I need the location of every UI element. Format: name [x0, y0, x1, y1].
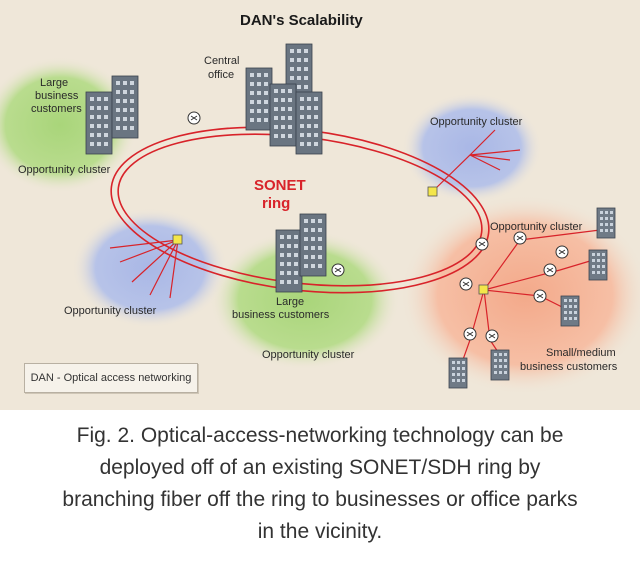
- branch-node-icon: [513, 231, 527, 245]
- diagram-title: DAN's Scalability: [240, 12, 363, 29]
- large-business-left-label-2: business: [35, 90, 79, 102]
- caption-line-1: Fig. 2. Optical-access-networking techno…: [76, 424, 564, 447]
- cluster-bottom-green: [210, 230, 400, 370]
- diagram-canvas: DAN's Scalability Central office Large b…: [0, 12, 640, 395]
- cluster-left-green: [0, 57, 138, 193]
- cluster-right-blue: [402, 93, 542, 203]
- cluster-right-orange: [400, 195, 640, 395]
- large-business-bottom-label: Large: [276, 296, 304, 308]
- branch-node-icon: [485, 329, 499, 343]
- opportunity-cluster-label-orange: Opportunity cluster: [490, 221, 583, 233]
- opportunity-cluster-label-left-blue: Opportunity cluster: [64, 305, 157, 317]
- splitter-node-icon: [172, 234, 183, 245]
- cluster-left-blue: [72, 208, 228, 328]
- branch-node-icon: [543, 263, 557, 277]
- splitter-node-icon: [478, 284, 489, 295]
- ring-node-icon: [187, 111, 201, 125]
- sonet-ring-label-2: ring: [262, 195, 290, 212]
- branch-node-icon: [533, 289, 547, 303]
- ring-node-icon: [475, 237, 489, 251]
- opportunity-cluster-label-right-blue: Opportunity cluster: [430, 116, 523, 128]
- opportunity-cluster-label-left-green: Opportunity cluster: [18, 164, 111, 176]
- opportunity-cluster-label-bottom-green: Opportunity cluster: [262, 349, 355, 361]
- sonet-ring-label: SONET: [254, 177, 306, 194]
- small-medium-label-2: business customers: [520, 361, 618, 373]
- ring-node-icon: [459, 277, 473, 291]
- caption-line-3: branching fiber off the ring to business…: [62, 488, 578, 511]
- large-business-bottom-label-2: business customers: [232, 309, 330, 321]
- ring-node-icon: [331, 263, 345, 277]
- figure-caption: Fig. 2. Optical-access-networking techno…: [0, 420, 640, 565]
- large-business-left-label: Large: [40, 77, 68, 89]
- central-office-label-2: office: [208, 69, 234, 81]
- branch-node-icon: [555, 245, 569, 259]
- caption-line-2: deployed off of an existing SONET/SDH ri…: [99, 456, 541, 479]
- central-office-building-icon: [245, 43, 323, 155]
- small-medium-label: Small/medium: [546, 347, 616, 359]
- central-office-label: Central: [204, 55, 239, 67]
- splitter-node-icon: [427, 186, 438, 197]
- legend-box: DAN - Optical access networking: [24, 363, 198, 393]
- caption-line-4: in the vicinity.: [257, 520, 383, 543]
- large-business-left-label-3: customers: [31, 103, 82, 115]
- network-diagram: DAN's Scalability Central office Large b…: [0, 0, 640, 410]
- branch-node-icon: [463, 327, 477, 341]
